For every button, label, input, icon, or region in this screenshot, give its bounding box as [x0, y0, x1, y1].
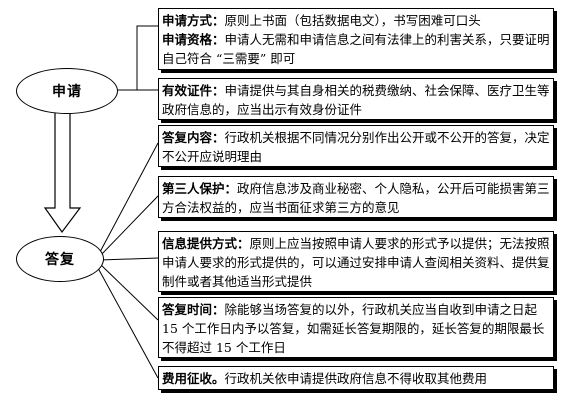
box-provide-method: 信息提供方式：原则上应当按照申请人要求的形式予以提供；无法按照申请人要求的形式提… — [158, 231, 554, 292]
node-apply: 申请 — [16, 68, 118, 114]
box-value: 申请人无需和申请信息之间有法律上的利害关系，只要证明自己符合 “三需要” 即可 — [162, 32, 550, 66]
box-value: 行政机关根据不同情况分别作出公开或不公开的答复，决定不公开应说明理由 — [162, 130, 550, 164]
box-line: 申请资格：申请人无需和申请信息之间有法律上的利害关系，只要证明自己符合 “三需要… — [162, 30, 550, 68]
connector-reply-box5 — [99, 257, 159, 261]
connector-reply-box6 — [99, 263, 159, 321]
connector-reply-box4 — [99, 195, 159, 257]
box-key: 第三人保护： — [162, 181, 238, 196]
connector-reply-box7 — [97, 267, 159, 379]
box-valid-id: 有效证件：申请提供与其自身相关的税费缴纳、社会保障、医疗卫生等政府信息的，应当出… — [158, 78, 554, 120]
box-key: 答复时间： — [162, 302, 225, 317]
box-value: 除能够当场答复的以外，行政机关应当自收到申请之日起 15 个工作日内予以答复，如… — [162, 302, 545, 355]
box-fee: 费用征收。行政机关依申请提供政府信息不得收取其他费用 — [158, 366, 554, 390]
box-key: 信息提供方式： — [162, 236, 250, 251]
box-reply-time: 答复时间：除能够当场答复的以外，行政机关应当自收到申请之日起 15 个工作日内予… — [158, 297, 554, 358]
box-value: 原则上书面（包括数据电文），书写困难可口头 — [224, 13, 481, 28]
connector-reply-box3 — [99, 142, 159, 253]
box-key: 申请方式： — [162, 13, 225, 28]
box-third-party: 第三人保护：政府信息涉及商业秘密、个人隐私，公开后可能损害第三方合法权益的，应当… — [158, 176, 554, 218]
box-reply-content: 答复内容：行政机关根据不同情况分别作出公开或不公开的答复，决定不公开应说明理由 — [158, 125, 554, 167]
box-key: 答复内容： — [162, 130, 225, 145]
box-value: 行政机关依申请提供政府信息不得收取其他费用 — [224, 371, 488, 386]
node-reply: 答复 — [16, 236, 104, 282]
box-line: 申请方式：原则上书面（包括数据电文），书写困难可口头 — [162, 11, 550, 30]
box-value: 申请提供与其自身相关的税费缴纳、社会保障、医疗卫生等政府信息的，应当出示有效身份… — [162, 83, 550, 117]
box-key: 有效证件： — [162, 83, 225, 98]
box-value: 原则上应当按照申请人要求的形式予以提供；无法按照申请人要求的形式提供的，可以通过… — [162, 236, 550, 289]
box-key: 申请资格： — [162, 32, 225, 47]
box-value: 政府信息涉及商业秘密、个人隐私，公开后可能损害第三方合法权益的，应当书面征求第三… — [162, 181, 550, 215]
box-apply-method: 申请方式：原则上书面（包括数据电文），书写困难可口头 申请资格：申请人无需和申请… — [158, 8, 554, 70]
down-arrow-icon — [43, 109, 82, 234]
box-key: 费用征收。 — [162, 371, 225, 386]
connector-apply-box1 — [116, 25, 158, 91]
